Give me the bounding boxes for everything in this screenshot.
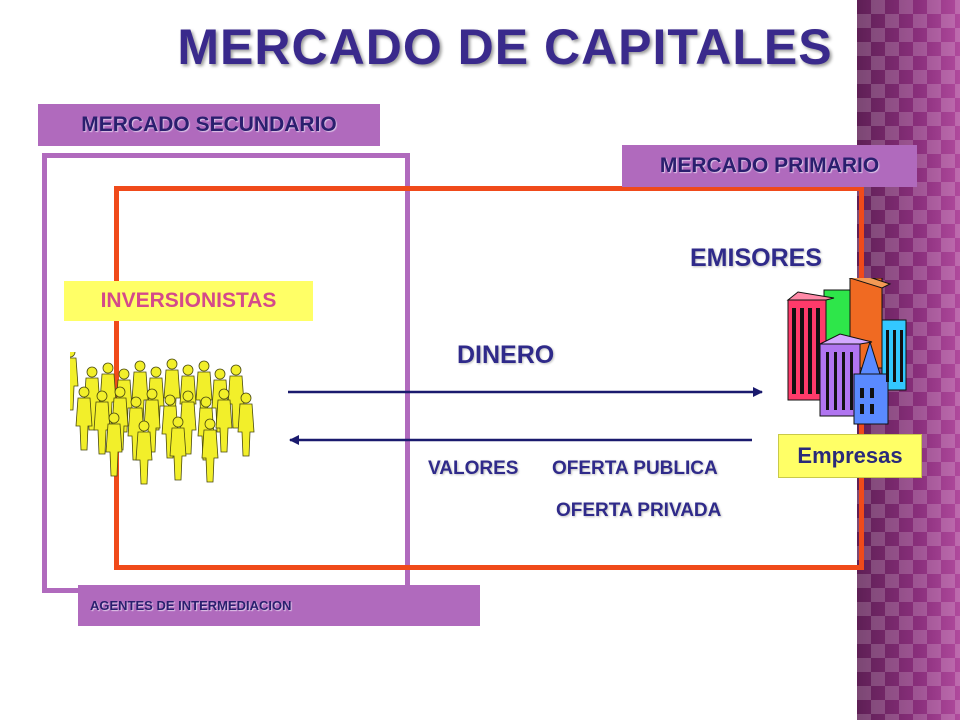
mercado-primario-label: MERCADO PRIMARIO [622, 145, 917, 187]
agentes-intermediacion-label: AGENTES DE INTERMEDIACION [78, 585, 480, 626]
mercado-secundario-label: MERCADO SECUNDARIO [38, 104, 380, 146]
dinero-label: DINERO [457, 341, 555, 369]
people-crowd-icon [70, 352, 255, 485]
empresas-label: Empresas [778, 434, 922, 478]
emisores-label: EMISORES [690, 244, 822, 272]
city-buildings-icon [786, 278, 907, 425]
valores-label: VALORES [428, 458, 519, 479]
decorative-side-panel [857, 0, 960, 720]
inversionistas-label: INVERSIONISTAS [64, 281, 313, 321]
page-title: MERCADO DE CAPITALES [177, 19, 833, 75]
oferta-privada-label: OFERTA PRIVADA [556, 500, 722, 521]
oferta-publica-label: OFERTA PUBLICA [552, 458, 718, 479]
